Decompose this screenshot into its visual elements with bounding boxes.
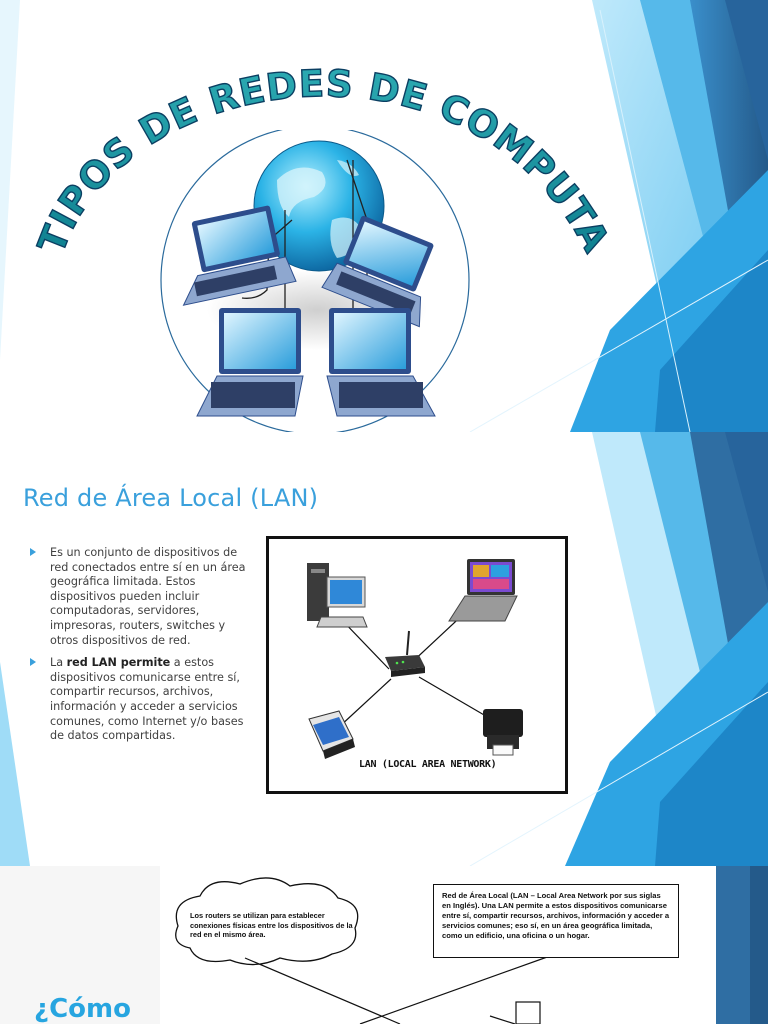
bullet-text-bold: red LAN permite bbox=[66, 656, 171, 670]
section-heading: Red de Área Local (LAN) bbox=[23, 484, 319, 512]
laptop-icon bbox=[321, 215, 434, 328]
laptop-icon bbox=[326, 308, 436, 417]
cloud-note: Los routers se utilizan para establecer … bbox=[190, 911, 353, 939]
laptop-icon bbox=[196, 308, 304, 417]
bullet-arrow-icon bbox=[30, 548, 36, 556]
slide-lan: Red de Área Local (LAN) Es un conjunto d… bbox=[0, 432, 768, 866]
printer-icon bbox=[483, 709, 523, 756]
scanner-icon bbox=[308, 710, 355, 759]
slide-title: TIPOS DE REDES DE COMPUTADORAS bbox=[0, 0, 768, 432]
list-item: La red LAN permite a estos dispositivos … bbox=[30, 656, 252, 744]
bullet-text-rest: a estos dispositivos comunicarse entre s… bbox=[50, 656, 244, 743]
lan-diagram: LAN (LOCAL AREA NETWORK) bbox=[266, 536, 568, 794]
bullet-text: Es un conjunto de dispositivos de red co… bbox=[50, 546, 246, 647]
laptop-icon bbox=[182, 205, 297, 306]
info-note: Red de Área Local (LAN – Local Area Netw… bbox=[433, 884, 679, 958]
partial-heading: ¿Cómo bbox=[34, 994, 131, 1024]
cloud-shape bbox=[175, 877, 359, 966]
slide1-background-deco bbox=[0, 0, 768, 432]
diagram-caption: LAN (LOCAL AREA NETWORK) bbox=[359, 759, 497, 770]
bullet-list: Es un conjunto de dispositivos de red co… bbox=[30, 546, 252, 752]
lan-explanation-diagram: Los routers se utilizan para establecer … bbox=[160, 866, 716, 1024]
network-globe-illustration bbox=[157, 125, 477, 432]
router-icon bbox=[385, 630, 425, 677]
bullet-arrow-icon bbox=[30, 658, 36, 667]
list-item: Es un conjunto de dispositivos de red co… bbox=[30, 546, 252, 648]
desktop-icon bbox=[307, 563, 368, 628]
info-note-text: Red de Área Local (LAN – Local Area Netw… bbox=[442, 891, 670, 940]
slide-como: Los routers se utilizan para establecer … bbox=[0, 866, 768, 1024]
right-decor-band-dark bbox=[750, 866, 768, 1024]
slide2-background-deco bbox=[0, 432, 768, 866]
bullet-text-prefix: La bbox=[50, 656, 67, 670]
laptop-icon bbox=[448, 559, 518, 622]
